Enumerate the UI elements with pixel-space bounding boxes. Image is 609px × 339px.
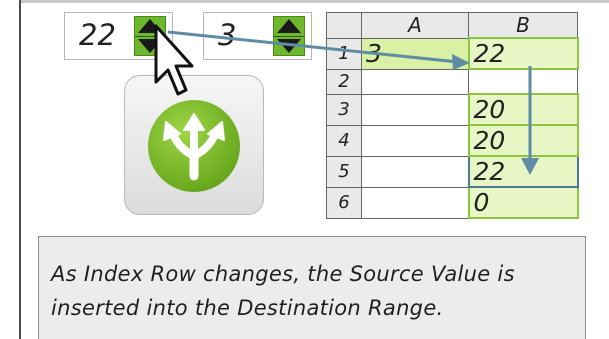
source-spinner-value[interactable]: 3 — [218, 18, 237, 52]
frame-top-border — [19, 0, 609, 3]
frame-left-border — [19, 0, 21, 339]
cell-b5-destination[interactable]: 22 — [467, 155, 579, 188]
spreadsheet-grid: A B 1 3 22 2 3 20 4 20 5 22 6 0 — [326, 12, 579, 219]
run-button[interactable] — [124, 75, 264, 215]
row-header-3[interactable]: 3 — [326, 93, 362, 126]
row-header-6[interactable]: 6 — [326, 186, 362, 219]
index-spinner-value[interactable]: 22 — [79, 18, 116, 52]
cell-a6[interactable] — [361, 186, 469, 219]
cell-b6[interactable]: 0 — [467, 186, 579, 219]
row-header-5[interactable]: 5 — [326, 155, 362, 188]
index-spinner-buttons[interactable] — [134, 16, 166, 56]
triangle-up-icon — [277, 19, 301, 33]
cell-a5[interactable] — [361, 155, 469, 188]
triangle-down-icon — [277, 39, 301, 53]
row-header-4[interactable]: 4 — [326, 124, 362, 157]
row-header-2[interactable]: 2 — [326, 68, 362, 95]
cell-b1[interactable]: 22 — [467, 37, 579, 70]
cell-a4[interactable] — [361, 124, 469, 157]
source-spinner[interactable]: 3 — [203, 12, 312, 60]
triangle-up-icon — [138, 19, 162, 33]
cell-a3[interactable] — [361, 93, 469, 126]
source-spinner-buttons[interactable] — [273, 16, 305, 56]
cell-a2[interactable] — [361, 68, 469, 95]
cell-b2[interactable] — [468, 68, 578, 95]
cell-b4[interactable]: 20 — [467, 124, 579, 157]
cell-b3[interactable]: 20 — [467, 93, 579, 126]
source-spinner-up-button[interactable] — [274, 17, 304, 36]
run-button-circle — [148, 100, 240, 192]
caption-callout: As Index Row changes, the Source Value i… — [38, 236, 586, 339]
triangle-down-icon — [138, 39, 162, 53]
index-spinner[interactable]: 22 — [64, 12, 173, 60]
caption-text: As Index Row changes, the Source Value i… — [51, 262, 515, 320]
index-spinner-down-button[interactable] — [135, 36, 165, 55]
source-spinner-down-button[interactable] — [274, 36, 304, 55]
column-header-a[interactable]: A — [361, 12, 469, 39]
index-spinner-up-button[interactable] — [135, 17, 165, 36]
grid-corner — [326, 12, 362, 39]
row-header-1[interactable]: 1 — [326, 37, 362, 70]
cell-a1[interactable]: 3 — [361, 37, 469, 70]
column-header-b[interactable]: B — [468, 12, 578, 39]
spinner-divider — [135, 36, 165, 37]
split-arrows-icon — [163, 113, 225, 181]
